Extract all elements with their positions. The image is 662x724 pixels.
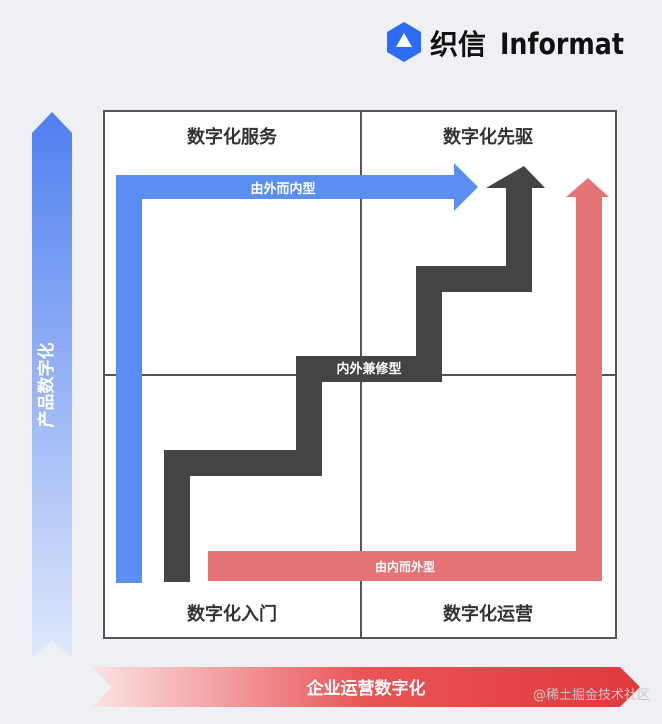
axis-vertical: 产品数字化 bbox=[32, 112, 72, 658]
vertical-axis-label: 产品数字化 bbox=[36, 343, 57, 428]
inside-out-label: 由内而外型 bbox=[375, 559, 435, 574]
vertical-axis-arrow bbox=[32, 112, 72, 658]
brand-logo: 织信 Informat bbox=[387, 22, 624, 62]
quadrant-label-bottom-left: 数字化入门 bbox=[187, 603, 277, 625]
path-outside-in: 由外而内型 bbox=[116, 163, 478, 583]
path-inside-out: 由内而外型 bbox=[208, 178, 609, 581]
brand-name-cn: 织信 bbox=[430, 28, 486, 61]
path-hybrid: 内外兼修型 bbox=[164, 166, 545, 582]
axis-horizontal: 企业运营数字化 bbox=[92, 667, 640, 707]
brand-name-en: Informat bbox=[500, 27, 624, 61]
watermark: @稀土掘金技术社区 bbox=[533, 687, 650, 703]
outside-in-label: 由外而内型 bbox=[250, 181, 315, 197]
hybrid-staircase-arrow bbox=[164, 166, 545, 582]
quadrant-label-bottom-right: 数字化运营 bbox=[443, 603, 533, 625]
hybrid-label: 内外兼修型 bbox=[336, 361, 401, 377]
quadrant-label-top-right: 数字化先驱 bbox=[443, 126, 533, 148]
horizontal-axis-arrow bbox=[92, 667, 640, 707]
informat-logo-icon-inner bbox=[396, 33, 412, 47]
horizontal-axis-label: 企业运营数字化 bbox=[306, 678, 426, 699]
quadrant-label-top-left: 数字化服务 bbox=[187, 126, 278, 148]
